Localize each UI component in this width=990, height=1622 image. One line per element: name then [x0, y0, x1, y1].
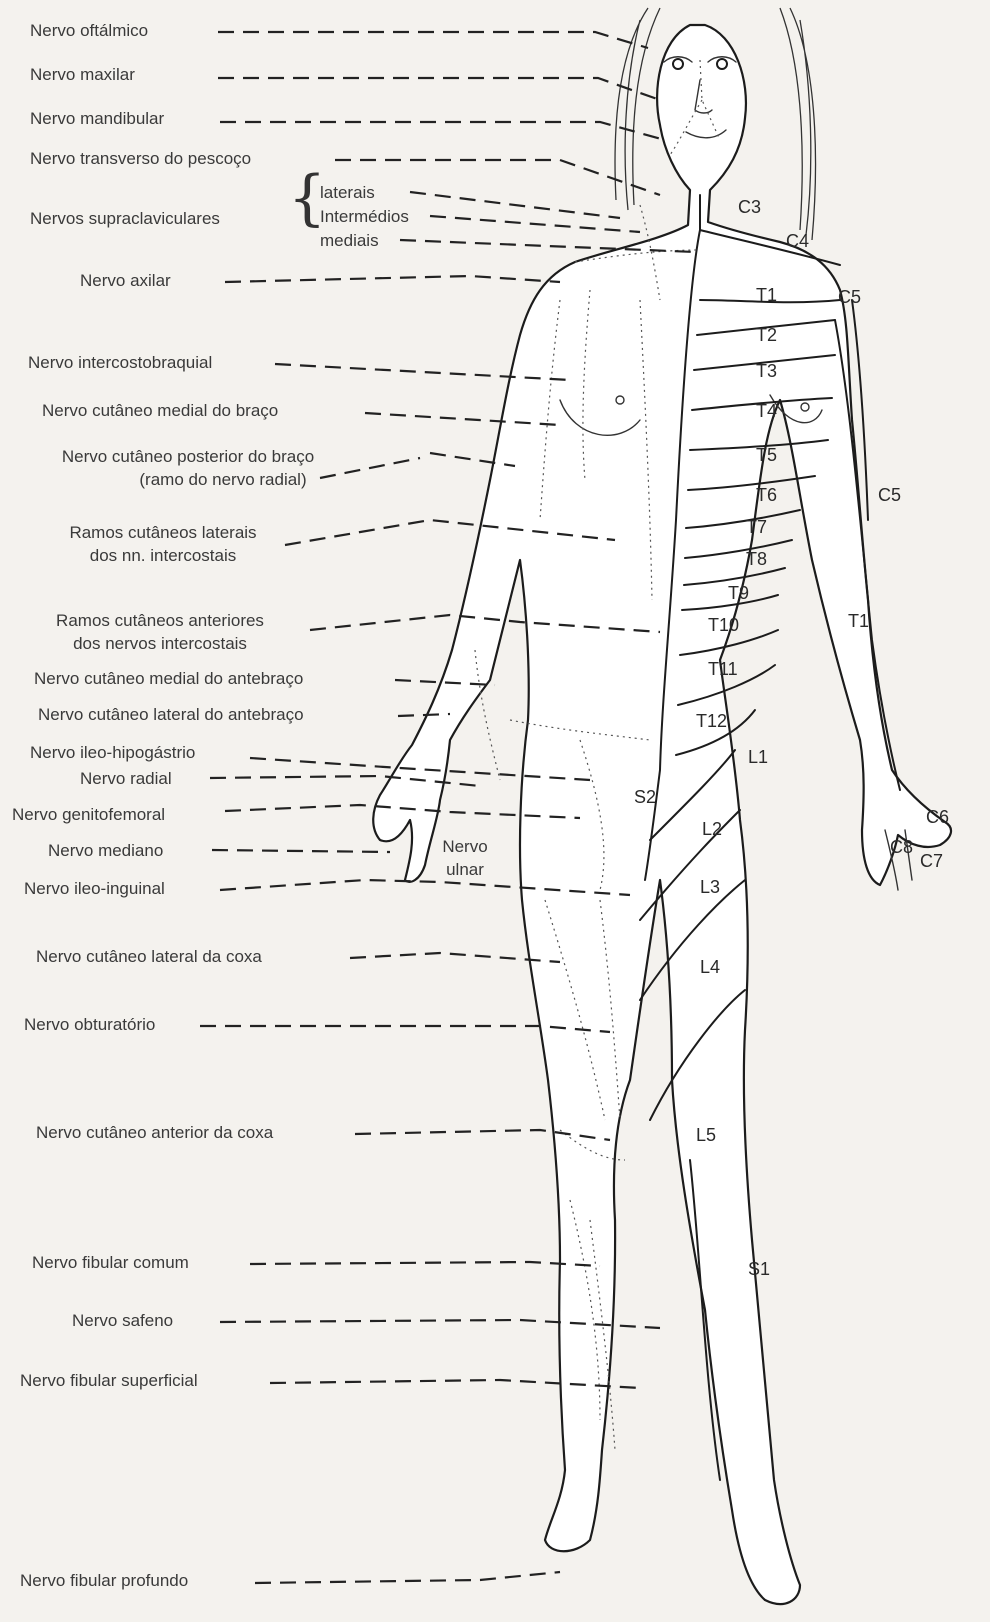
- segment-c3: C3: [738, 198, 761, 216]
- label-intermedios: Intermédios: [320, 208, 409, 225]
- label-nervo-ulnar-line2: ulnar: [440, 859, 490, 882]
- segment-t10: T10: [708, 616, 739, 634]
- segment-t1-arm: T1: [848, 612, 869, 630]
- label-fibular-comum: Nervo fibular comum: [32, 1254, 189, 1271]
- label-nervo-obturatorio: Nervo obturatório: [24, 1016, 155, 1033]
- label-cutaneo-posterior-braco-line2: (ramo do nervo radial): [28, 469, 348, 492]
- label-nervo-radial: Nervo radial: [80, 770, 172, 787]
- label-nervo-safeno: Nervo safeno: [72, 1312, 173, 1329]
- segment-l4: L4: [700, 958, 720, 976]
- label-ramos-anteriores-line1: Ramos cutâneos anteriores: [30, 610, 290, 633]
- label-cutaneo-posterior-braco-line1: Nervo cutâneo posterior do braço: [28, 446, 348, 469]
- segment-t7: T7: [746, 518, 767, 536]
- label-fibular-profundo: Nervo fibular profundo: [20, 1572, 188, 1589]
- label-cutaneo-lateral-antebraco: Nervo cutâneo lateral do antebraço: [38, 706, 304, 723]
- segment-t1: T1: [756, 286, 777, 304]
- segment-t4: T4: [756, 402, 777, 420]
- label-fibular-superficial: Nervo fibular superficial: [20, 1372, 198, 1389]
- label-nervo-mandibular: Nervo mandibular: [30, 110, 164, 127]
- label-mediais: mediais: [320, 232, 379, 249]
- label-ileo-hipogastrio: Nervo ileo-hipogástrio: [30, 744, 195, 761]
- segment-t3: T3: [756, 362, 777, 380]
- segment-t5: T5: [756, 446, 777, 464]
- segment-c5-arm: C5: [878, 486, 901, 504]
- label-ramos-laterais-line1: Ramos cutâneos laterais: [38, 522, 288, 545]
- label-genitofemoral: Nervo genitofemoral: [12, 806, 165, 823]
- label-ramos-laterais-line2: dos nn. intercostais: [38, 545, 288, 568]
- segment-c6: C6: [926, 808, 949, 826]
- label-cutaneo-lateral-coxa: Nervo cutâneo lateral da coxa: [36, 948, 262, 965]
- segment-l2: L2: [702, 820, 722, 838]
- segment-l3: L3: [700, 878, 720, 896]
- segment-t2: T2: [756, 326, 777, 344]
- segment-t8: T8: [746, 550, 767, 568]
- body-outline: [373, 25, 951, 1604]
- segment-s1: S1: [748, 1260, 770, 1278]
- segment-t12: T12: [696, 712, 727, 730]
- segment-l5: L5: [696, 1126, 716, 1144]
- label-nervos-supraclaviculares: Nervos supraclaviculares: [30, 210, 220, 227]
- segment-c5: C5: [838, 288, 861, 306]
- label-ramos-anteriores-line2: dos nervos intercostais: [30, 633, 290, 656]
- segment-t11: T11: [708, 660, 738, 678]
- label-ramos-laterais: Ramos cutâneos laterais dos nn. intercos…: [38, 522, 288, 568]
- segment-t6: T6: [756, 486, 777, 504]
- label-nervo-ulnar: Nervo ulnar: [440, 836, 490, 882]
- label-ileo-inguinal: Nervo ileo-inguinal: [24, 880, 165, 897]
- segment-l1: L1: [748, 748, 768, 766]
- segment-c4: C4: [786, 232, 809, 250]
- label-cutaneo-medial-antebraco: Nervo cutâneo medial do antebraço: [34, 670, 303, 687]
- label-nervo-ulnar-line1: Nervo: [440, 836, 490, 859]
- label-nervo-oftalmico: Nervo oftálmico: [30, 22, 148, 39]
- segment-c8: C8: [890, 838, 913, 856]
- label-ramos-anteriores: Ramos cutâneos anteriores dos nervos int…: [30, 610, 290, 656]
- label-nervo-maxilar: Nervo maxilar: [30, 66, 135, 83]
- label-cutaneo-medial-braco: Nervo cutâneo medial do braço: [42, 402, 278, 419]
- segment-s2: S2: [634, 788, 656, 806]
- label-nervo-intercostobraquial: Nervo intercostobraquial: [28, 354, 212, 371]
- label-laterais: laterais: [320, 184, 375, 201]
- label-nervo-mediano: Nervo mediano: [48, 842, 163, 859]
- label-cutaneo-posterior-braco: Nervo cutâneo posterior do braço (ramo d…: [28, 446, 348, 492]
- label-nervo-axilar: Nervo axilar: [80, 272, 171, 289]
- segment-c7: C7: [920, 852, 943, 870]
- label-nervo-transverso: Nervo transverso do pescoço: [30, 150, 251, 167]
- segment-t9: T9: [728, 584, 749, 602]
- label-cutaneo-anterior-coxa: Nervo cutâneo anterior da coxa: [36, 1124, 273, 1141]
